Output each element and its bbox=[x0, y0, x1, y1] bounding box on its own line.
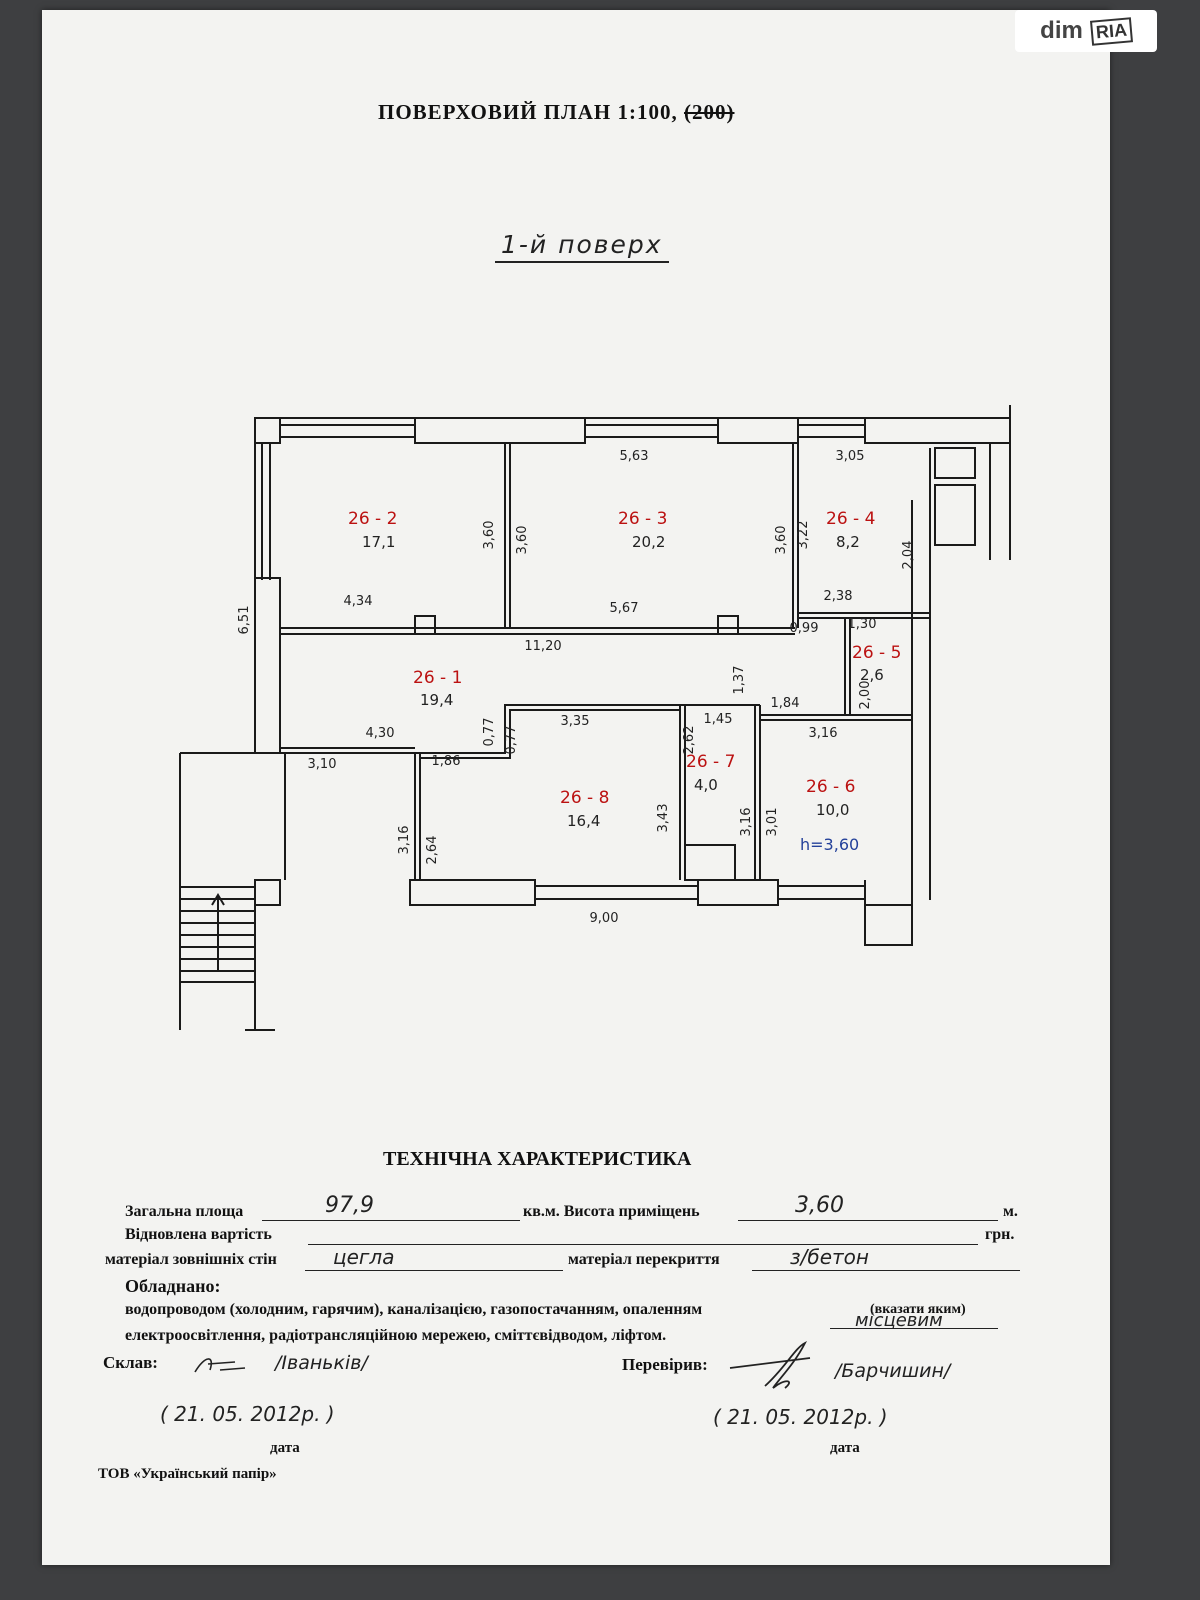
dimension-label: 3,10 bbox=[308, 757, 337, 772]
room-id: 26 - 1 bbox=[413, 668, 462, 688]
dimension-label: 2,64 bbox=[425, 836, 440, 865]
checked-date-label: дата bbox=[830, 1440, 860, 1456]
specify-hint: (вказати яким) bbox=[870, 1302, 966, 1317]
room-id: 26 - 2 bbox=[348, 509, 397, 529]
dimension-label: 3,60 bbox=[482, 521, 497, 550]
dimension-label: 1,84 bbox=[771, 696, 800, 711]
walls-label: матеріал зовнішніх стін bbox=[105, 1251, 277, 1268]
equipped-label: Обладнано: bbox=[125, 1276, 221, 1296]
ceiling-label: матеріал перекриття bbox=[568, 1251, 720, 1268]
dimension-label: 1,30 bbox=[848, 617, 877, 632]
dimension-label: 0,99 bbox=[790, 621, 819, 636]
height-label: кв.м. Висота приміщень bbox=[523, 1203, 700, 1220]
tech-title: ТЕХНІЧНА ХАРАКТЕРИСТИКА bbox=[383, 1148, 692, 1170]
ceiling-line bbox=[752, 1270, 1020, 1271]
dimension-label: 3,43 bbox=[656, 804, 671, 833]
dimension-label: 2,00 bbox=[858, 681, 873, 710]
total-area-line bbox=[262, 1220, 520, 1221]
dimension-label: 3,35 bbox=[561, 714, 590, 729]
composed-date-label: дата bbox=[270, 1440, 300, 1456]
room-area: 19,4 bbox=[420, 691, 453, 709]
composed-signature bbox=[194, 1358, 246, 1373]
dimension-label: 2,04 bbox=[901, 541, 916, 570]
restored-value-line bbox=[308, 1244, 978, 1245]
composed-name: /Іваньків/ bbox=[275, 1352, 368, 1374]
room-id: 26 - 3 bbox=[618, 509, 667, 529]
dimension-label: 1,45 bbox=[704, 712, 733, 727]
room-id: 26 - 5 bbox=[852, 643, 901, 663]
company-footer: ТОВ «Український папір» bbox=[98, 1466, 277, 1482]
room-area: 17,1 bbox=[362, 533, 395, 551]
dimension-label: 3,60 bbox=[774, 526, 789, 555]
room-area: 10,0 bbox=[816, 801, 849, 819]
dimension-label: 2,62 bbox=[682, 726, 697, 755]
dimension-label: 3,01 bbox=[765, 808, 780, 837]
dimension-label: 5,63 bbox=[620, 449, 649, 464]
dimension-label: 1,86 bbox=[432, 754, 461, 769]
equipped-line1: водопроводом (холодним, гарячим), каналі… bbox=[125, 1301, 703, 1318]
dimension-label: 1,37 bbox=[732, 666, 747, 695]
restored-value-label: Відновлена вартість bbox=[125, 1226, 272, 1243]
total-area-value: 97,9 bbox=[325, 1193, 374, 1218]
dimension-label: 9,00 bbox=[590, 911, 619, 926]
title-strike: (200) bbox=[683, 100, 735, 124]
room-id: 26 - 6 bbox=[806, 777, 855, 797]
room-area: 8,2 bbox=[836, 533, 860, 551]
floor-subtitle: 1-й поверх bbox=[495, 230, 669, 263]
dimension-label: 3,16 bbox=[397, 826, 412, 855]
dimension-label: 2,38 bbox=[824, 589, 853, 604]
room-area: 20,2 bbox=[632, 533, 665, 551]
room-id: 26 - 4 bbox=[826, 509, 875, 529]
checked-name: /Барчишин/ bbox=[835, 1360, 951, 1382]
unit-uah: грн. bbox=[985, 1226, 1015, 1243]
room-area: 4,0 bbox=[694, 776, 718, 794]
height-value: 3,60 bbox=[795, 1193, 844, 1218]
dimension-label: 3,16 bbox=[809, 726, 838, 741]
title-main: ПОВЕРХОВИЙ ПЛАН 1:100, bbox=[378, 100, 684, 124]
dimria-logo[interactable]: dim RIA bbox=[1015, 10, 1157, 52]
dimension-label: 4,30 bbox=[366, 726, 395, 741]
equipped-line2: електроосвітлення, радіотрансляційною ме… bbox=[125, 1327, 667, 1344]
dimension-label: 0,77 bbox=[482, 718, 497, 747]
total-area-label: Загальна площа bbox=[125, 1203, 244, 1220]
dimension-label: 11,20 bbox=[524, 639, 561, 654]
ceiling-value: з/бетон bbox=[790, 1245, 869, 1269]
dimension-label: 5,67 bbox=[610, 601, 639, 616]
room-id: 26 - 8 bbox=[560, 788, 609, 808]
height-line bbox=[738, 1220, 998, 1221]
composed-date: ( 21. 05. 2012р. ) bbox=[160, 1402, 335, 1426]
ceiling-height-note: h=3,60 bbox=[800, 835, 859, 854]
walls-line bbox=[305, 1270, 563, 1271]
checked-signature bbox=[729, 1340, 811, 1389]
heating-value: місцевим bbox=[855, 1310, 943, 1331]
checked-date: ( 21. 05. 2012р. ) bbox=[713, 1405, 888, 1429]
dimension-label: 6,51 bbox=[237, 606, 252, 635]
dimension-label: 3,05 bbox=[836, 449, 865, 464]
heating-line bbox=[830, 1328, 998, 1329]
unit-m: м. bbox=[1003, 1203, 1018, 1220]
room-area: 16,4 bbox=[567, 812, 600, 830]
dimension-label: 3,60 bbox=[515, 526, 530, 555]
document-sheet bbox=[42, 10, 1110, 1565]
room-id: 26 - 7 bbox=[686, 752, 735, 772]
dimension-label: 0,77 bbox=[504, 726, 519, 755]
walls-value: цегла bbox=[333, 1245, 395, 1269]
composed-label: Склав: bbox=[103, 1353, 158, 1372]
dimension-label: 3,22 bbox=[796, 521, 811, 550]
page-title: ПОВЕРХОВИЙ ПЛАН 1:100, (200) bbox=[378, 100, 734, 125]
logo-dim-text: dim bbox=[1040, 17, 1083, 44]
dimension-label: 4,34 bbox=[344, 594, 373, 609]
checked-label: Перевірив: bbox=[622, 1355, 708, 1374]
dimension-label: 3,16 bbox=[739, 808, 754, 837]
room-area: 2,6 bbox=[860, 666, 884, 684]
